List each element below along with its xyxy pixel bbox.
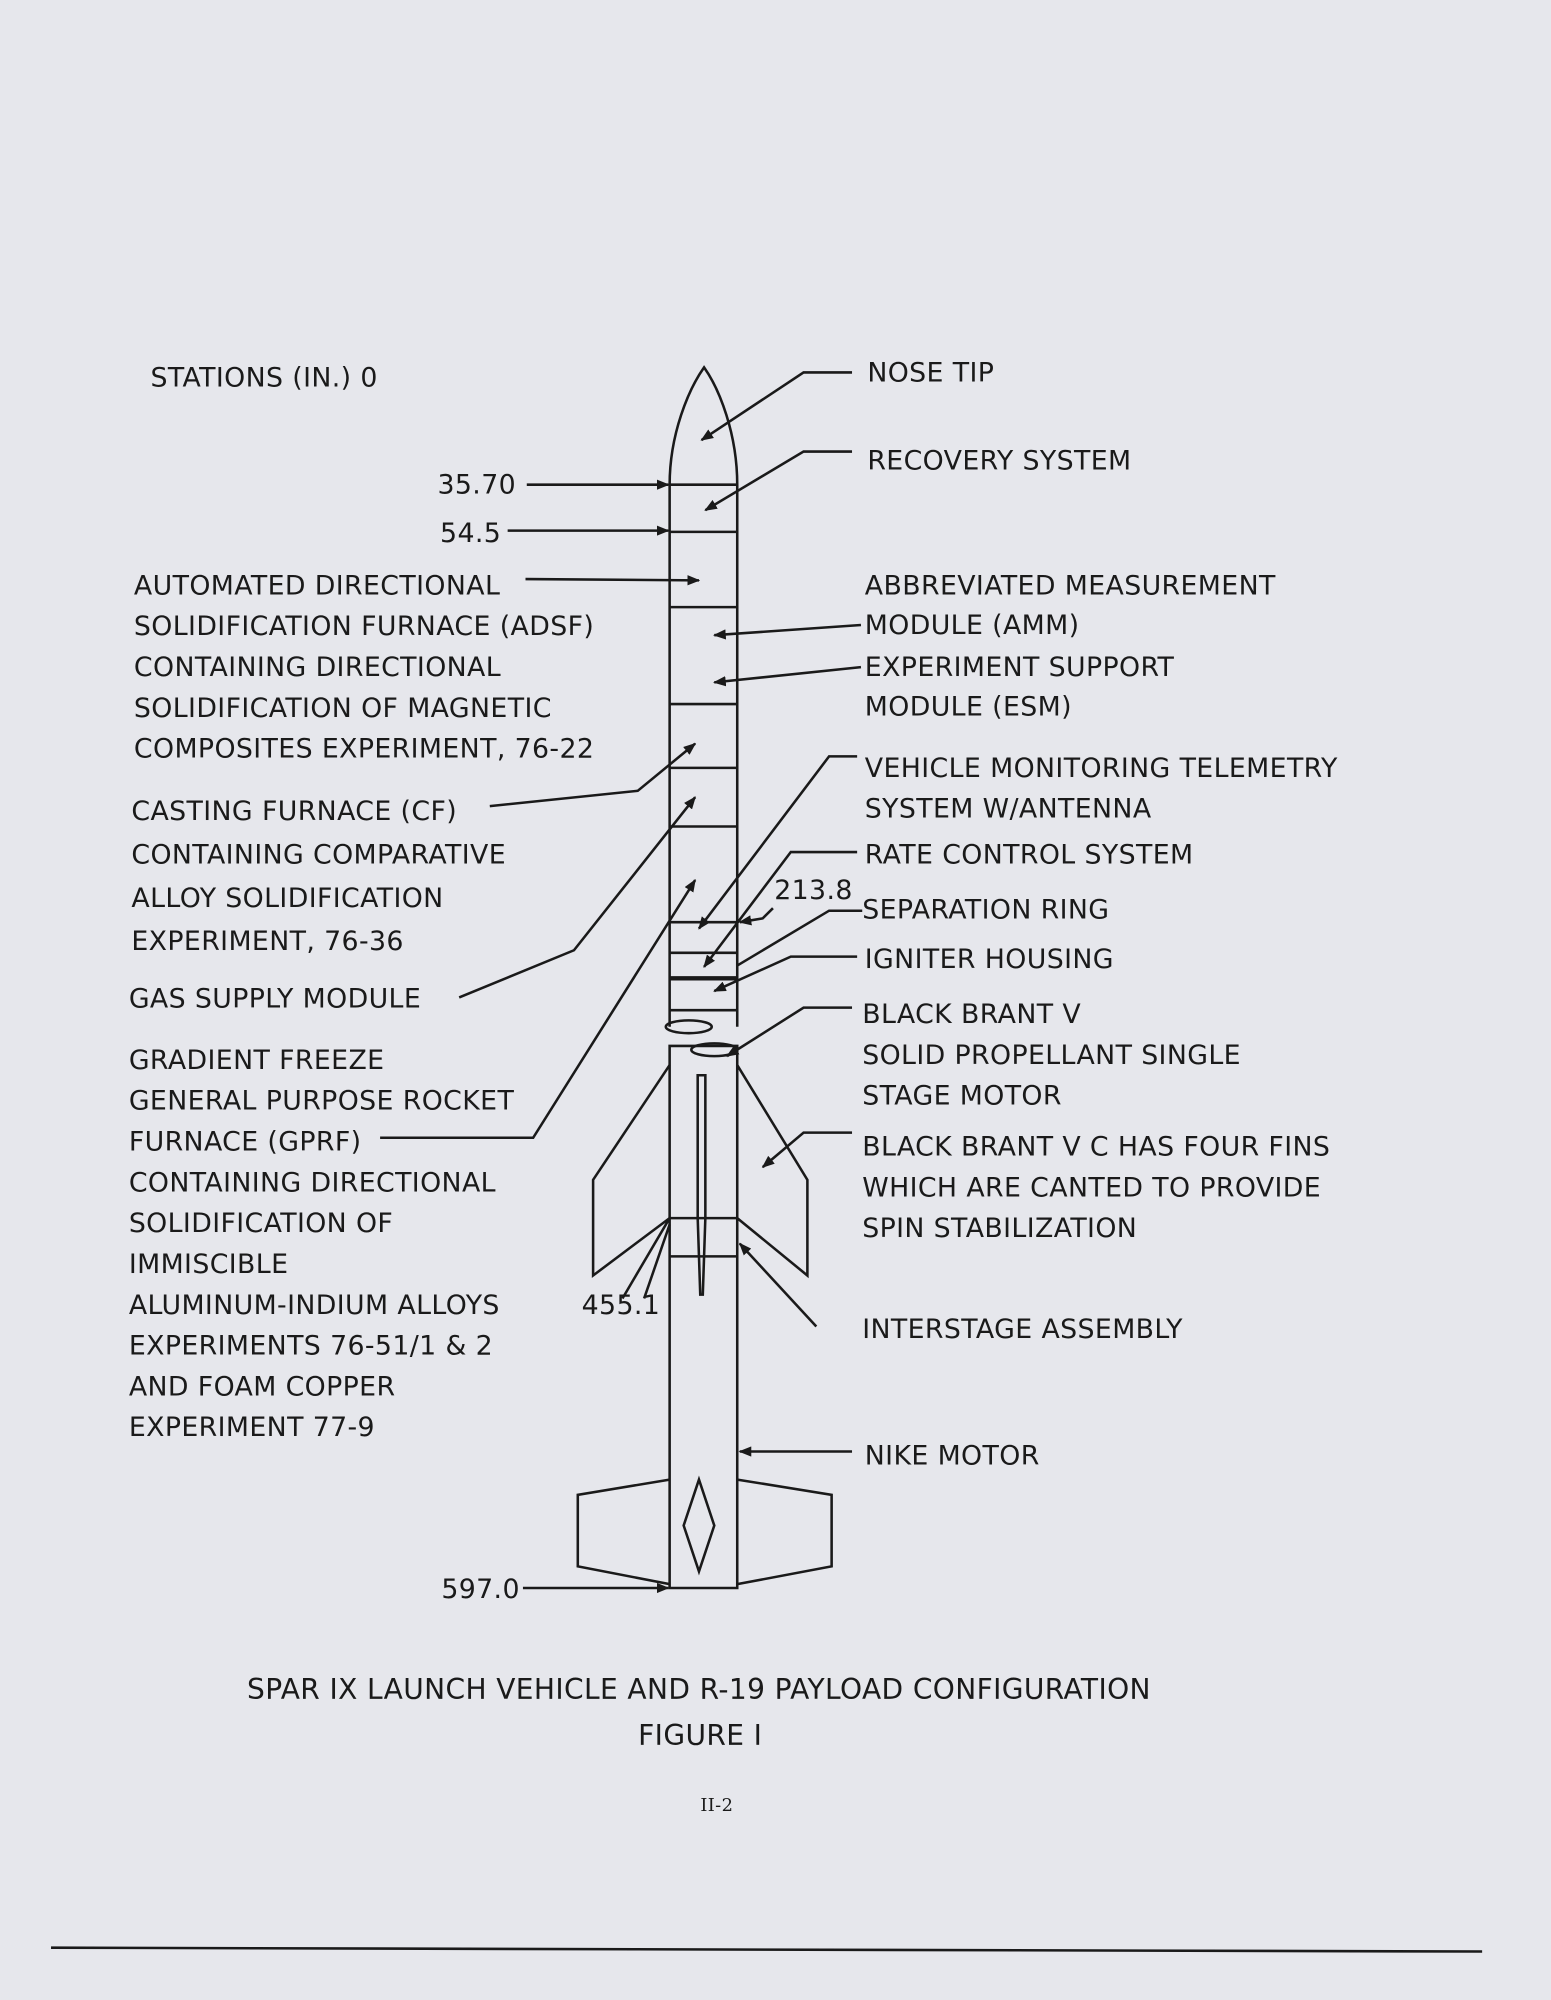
svg-text:BLACK BRANT V C HAS FOUR FINS: BLACK BRANT V C HAS FOUR FINS (862, 1132, 1330, 1163)
svg-text:FURNACE (GPRF): FURNACE (GPRF) (129, 1127, 362, 1158)
label-gas-supply: GAS SUPPLY MODULE (129, 984, 421, 1015)
station-597-0: 597.0 (441, 1574, 520, 1605)
label-gprf: GRADIENT FREEZE GENERAL PURPOSE ROCKET F… (129, 1045, 515, 1443)
station-35-70: 35.70 (437, 470, 516, 501)
svg-text:SOLIDIFICATION OF MAGNETIC: SOLIDIFICATION OF MAGNETIC (134, 693, 552, 724)
svg-text:STAGE MOTOR: STAGE MOTOR (862, 1081, 1062, 1112)
svg-text:AUTOMATED DIRECTIONAL: AUTOMATED DIRECTIONAL (134, 570, 500, 601)
svg-text:BLACK BRANT V: BLACK BRANT V (862, 999, 1081, 1030)
svg-text:IMMISCIBLE: IMMISCIBLE (129, 1249, 289, 1280)
figure-number: FIGURE I (638, 1719, 762, 1752)
label-vmt: VEHICLE MONITORING TELEMETRY SYSTEM W/AN… (865, 753, 1338, 825)
label-nose-tip: NOSE TIP (867, 357, 994, 388)
svg-text:SPIN STABILIZATION: SPIN STABILIZATION (862, 1213, 1137, 1244)
svg-text:COMPOSITES EXPERIMENT, 76-22: COMPOSITES EXPERIMENT, 76-22 (134, 734, 594, 765)
label-rate-control: RATE CONTROL SYSTEM (865, 840, 1194, 871)
svg-text:ALLOY SOLIDIFICATION: ALLOY SOLIDIFICATION (131, 883, 443, 914)
page-number: II-2 (700, 1795, 733, 1816)
stations-label: STATIONS (IN.) 0 (151, 362, 378, 393)
svg-text:GRADIENT FREEZE: GRADIENT FREEZE (129, 1045, 385, 1076)
svg-text:CONTAINING DIRECTIONAL: CONTAINING DIRECTIONAL (129, 1167, 496, 1198)
svg-text:EXPERIMENTS 76-51/1 & 2: EXPERIMENTS 76-51/1 & 2 (129, 1331, 493, 1362)
label-cf: CASTING FURNACE (CF) CONTAINING COMPARAT… (131, 796, 506, 957)
svg-text:MODULE (AMM): MODULE (AMM) (865, 610, 1080, 641)
label-black-brant-v: BLACK BRANT V SOLID PROPELLANT SINGLE ST… (862, 999, 1241, 1112)
label-interstage: INTERSTAGE ASSEMBLY (862, 1314, 1183, 1345)
figure-caption: SPAR IX LAUNCH VEHICLE AND R-19 PAYLOAD … (247, 1673, 1151, 1706)
station-54-5: 54.5 (440, 518, 501, 549)
svg-text:ALUMINUM-INDIUM ALLOYS: ALUMINUM-INDIUM ALLOYS (129, 1290, 500, 1321)
svg-text:CASTING FURNACE (CF): CASTING FURNACE (CF) (131, 796, 457, 827)
svg-text:MODULE (ESM): MODULE (ESM) (865, 692, 1072, 723)
station-213-8: 213.8 (774, 875, 853, 906)
leader-lines (380, 371, 863, 1594)
station-455-1: 455.1 (582, 1290, 661, 1321)
label-adsf: AUTOMATED DIRECTIONAL SOLIDIFICATION FUR… (134, 570, 594, 764)
svg-text:AND FOAM COPPER: AND FOAM COPPER (129, 1371, 396, 1402)
svg-text:SOLIDIFICATION FURNACE (ADSF): SOLIDIFICATION FURNACE (ADSF) (134, 611, 594, 642)
svg-text:GENERAL PURPOSE ROCKET: GENERAL PURPOSE ROCKET (129, 1086, 515, 1117)
svg-text:WHICH ARE CANTED TO PROVIDE: WHICH ARE CANTED TO PROVIDE (862, 1172, 1321, 1203)
label-amm: ABBREVIATED MEASUREMENT MODULE (AMM) (865, 570, 1276, 641)
payload-stage-drawing (664, 365, 739, 1035)
svg-text:EXPERIMENT SUPPORT: EXPERIMENT SUPPORT (865, 652, 1175, 683)
svg-text:EXPERIMENT 77-9: EXPERIMENT 77-9 (129, 1412, 375, 1443)
svg-text:VEHICLE MONITORING TELEMETRY: VEHICLE MONITORING TELEMETRY (865, 753, 1338, 784)
svg-text:EXPERIMENT, 76-36: EXPERIMENT, 76-36 (131, 926, 403, 957)
label-esm: EXPERIMENT SUPPORT MODULE (ESM) (865, 652, 1175, 723)
svg-text:SOLIDIFICATION OF: SOLIDIFICATION OF (129, 1208, 393, 1239)
svg-text:ABBREVIATED MEASUREMENT: ABBREVIATED MEASUREMENT (865, 570, 1276, 601)
svg-text:CONTAINING DIRECTIONAL: CONTAINING DIRECTIONAL (134, 652, 501, 683)
bottom-rule (51, 1946, 1483, 1953)
label-nike-motor: NIKE MOTOR (865, 1440, 1040, 1471)
label-recovery-system: RECOVERY SYSTEM (867, 445, 1131, 476)
svg-text:SOLID PROPELLANT SINGLE: SOLID PROPELLANT SINGLE (862, 1040, 1241, 1071)
svg-text:SYSTEM W/ANTENNA: SYSTEM W/ANTENNA (865, 794, 1152, 825)
label-black-brant-fins: BLACK BRANT V C HAS FOUR FINS WHICH ARE … (862, 1132, 1330, 1245)
svg-text:CONTAINING COMPARATIVE: CONTAINING COMPARATIVE (131, 840, 506, 871)
label-igniter-housing: IGNITER HOUSING (865, 944, 1114, 975)
label-separation-ring: SEPARATION RING (862, 894, 1109, 925)
